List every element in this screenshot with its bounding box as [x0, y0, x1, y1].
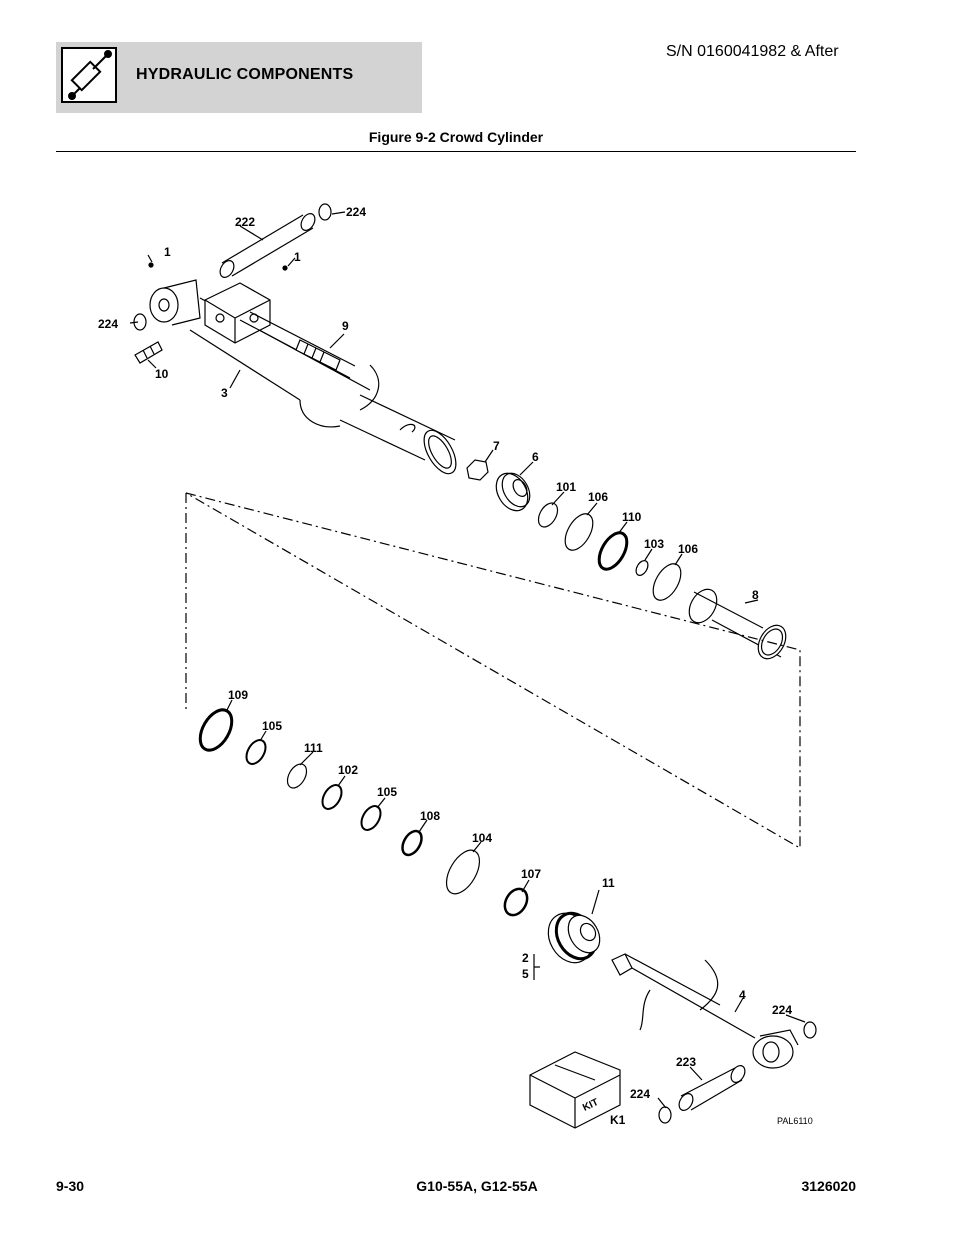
callout-k1: K1: [610, 1113, 626, 1127]
callout-8: 8: [752, 588, 759, 602]
callout-224-left: 224: [98, 317, 118, 331]
ring-part-103: [635, 560, 649, 576]
ring-part-104: [445, 849, 481, 895]
callout-107: 107: [521, 867, 541, 881]
valve-block: [204, 282, 271, 344]
callout-1-right: 1: [294, 250, 301, 264]
callout-224-bottom: 224: [630, 1087, 650, 1101]
callout-102: 102: [338, 763, 358, 777]
ring-part-101: [537, 502, 559, 528]
header-divider: [56, 151, 856, 152]
snap-ring-224-rod: [803, 1021, 817, 1039]
dashed-group-outline: [185, 492, 801, 850]
pin-part-223: [678, 1065, 746, 1111]
callout-223: 223: [676, 1055, 696, 1069]
spacer-part-8: [688, 588, 787, 660]
snap-ring-224-top: [318, 203, 332, 221]
ring-part-106a: [564, 513, 594, 551]
section-header: HYDRAULIC COMPONENTS: [56, 42, 422, 113]
callout-10: 10: [155, 367, 169, 381]
callout-7: 7: [493, 439, 500, 453]
snap-ring-224-bottom: [658, 1106, 672, 1124]
callout-1-left: 1: [164, 245, 171, 259]
callout-106-upper: 106: [588, 490, 608, 504]
ring-part-107: [503, 887, 529, 917]
callout-3: 3: [221, 386, 228, 400]
fitting-part-1b: [282, 265, 288, 271]
ring-part-102: [321, 784, 343, 810]
callout-111: 111: [304, 741, 323, 755]
ring-part-105a: [245, 739, 267, 765]
callout-105-first: 105: [262, 719, 282, 733]
piston-part-6: [495, 472, 531, 512]
figure-title: Figure 9-2 Crowd Cylinder: [368, 129, 544, 145]
callout-101: 101: [556, 480, 576, 494]
callout-104: 104: [472, 831, 492, 845]
pin-part-222: [219, 213, 316, 278]
ring-part-110: [597, 531, 629, 571]
callout-9: 9: [342, 319, 349, 333]
callout-103: 103: [644, 537, 664, 551]
callout-106-lower: 106: [678, 542, 698, 556]
callout-11: 11: [602, 876, 615, 890]
callout-222: 222: [235, 215, 255, 229]
model-numbers: G10-55A, G12-55A: [416, 1178, 538, 1194]
nut-part-7: [466, 459, 489, 481]
callout-224-top: 224: [346, 205, 366, 219]
callout-105-second: 105: [377, 785, 397, 799]
callout-109: 109: [228, 688, 248, 702]
hydraulic-cylinder-icon: [61, 47, 117, 103]
callout-110: 110: [622, 510, 642, 524]
drawing-code: PAL6110: [777, 1116, 813, 1126]
callout-108: 108: [420, 809, 440, 823]
document-number: 3126020: [801, 1178, 856, 1194]
callout-2: 2: [522, 951, 529, 965]
ring-part-105b: [360, 805, 382, 831]
head-part-2: [547, 911, 601, 964]
page-number: 9-30: [56, 1178, 85, 1194]
ring-part-111: [286, 763, 308, 789]
rod-part-4: [611, 953, 799, 1069]
valve-part-9: [295, 339, 341, 371]
callout-5: 5: [522, 967, 529, 981]
ring-part-108: [401, 829, 423, 857]
kit-box-k1: [529, 1051, 621, 1129]
section-title: HYDRAULIC COMPONENTS: [136, 66, 354, 83]
barrel-part-3: [149, 279, 457, 475]
callout-224-rod: 224: [772, 1003, 792, 1017]
callout-4: 4: [739, 988, 746, 1002]
fitting-part-1a: [148, 262, 154, 268]
callout-6: 6: [532, 450, 539, 464]
ring-part-106b: [652, 563, 682, 601]
serial-number: S/N 0160041982 & After: [666, 43, 839, 60]
valve-part-10: [134, 341, 163, 364]
ring-part-109: [198, 708, 234, 752]
